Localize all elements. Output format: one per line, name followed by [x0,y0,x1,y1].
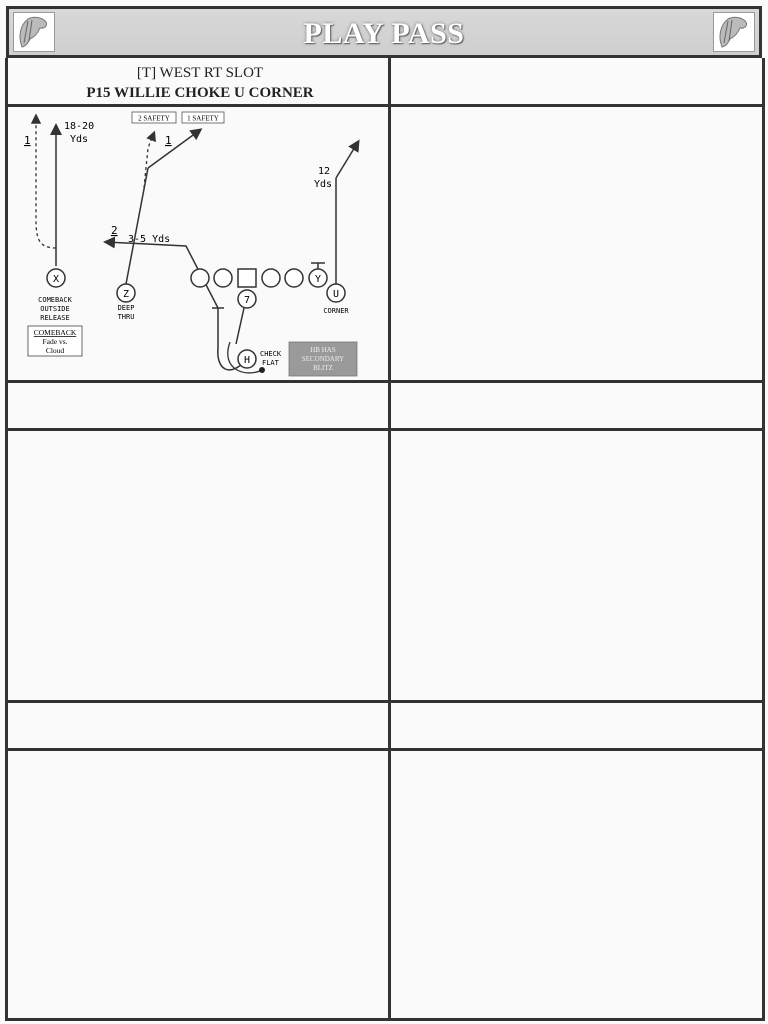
play-formation: [T] WEST RT SLOT [136,65,264,81]
page-title: PLAY PASS [303,17,465,50]
svg-text:SECONDARY: SECONDARY [302,355,344,363]
player-u: U [326,283,346,303]
grid-row-line [5,104,765,107]
grid-row-line [5,700,765,703]
z-read-number: 1 [165,134,172,147]
h-depth-label: 3-5 Yds [128,234,170,245]
z-note-line: THRU [118,313,135,321]
safety-1-label: 1 SAFETY [181,111,225,124]
player-x: X [46,268,66,288]
grid-row-line [5,380,765,383]
svg-text:U: U [333,289,339,300]
qb-path [227,307,265,374]
x-yds-label: Yds [70,134,88,145]
x-note-line: OUTSIDE [40,305,70,313]
svg-text:Z: Z [123,289,129,300]
player-y: Y [308,268,328,288]
svg-text:COMEBACK: COMEBACK [34,328,77,337]
svg-text:Cloud: Cloud [46,346,65,355]
grid-center-divider [388,58,391,1020]
x-route [30,113,62,266]
u-depth-label: 12 [318,166,330,177]
svg-text:X: X [53,274,59,285]
safety-2-label: 2 SAFETY [131,111,177,124]
header-bar: PLAY PASS [6,6,762,58]
team-logo-left [13,12,55,52]
u-note: CORNER [323,307,349,315]
h-note-line: FLAT [262,359,280,367]
x-note-line: COMEBACK [38,296,73,304]
svg-text:Fade vs.: Fade vs. [43,337,68,346]
z-note-line: DEEP [118,304,135,312]
svg-text:7: 7 [244,295,250,306]
svg-text:BLITZ: BLITZ [313,364,333,372]
svg-text:HB HAS: HB HAS [310,346,336,354]
u-route [335,139,360,284]
h-read-number: 2 [111,224,118,237]
svg-text:H: H [244,355,250,366]
h-note-line: CHECK [260,350,282,358]
svg-text:2 SAFETY: 2 SAFETY [138,115,170,123]
z-route [125,128,203,285]
play-name: P15 WILLIE CHOKE U CORNER [86,85,314,101]
svg-text:Y: Y [315,274,321,285]
blitz-note-box: HB HAS SECONDARY BLITZ [288,341,358,377]
team-logo-right [713,12,755,52]
grid-row-line [5,748,765,751]
x-depth-label: 18-20 [64,121,94,132]
x-read-number: 1 [24,134,31,147]
comeback-note-box: COMEBACK Fade vs. Cloud [27,325,83,357]
x-note-line: RELEASE [40,314,70,322]
play-diagram: X Z Y U 7 H [8,108,388,382]
player-qb: 7 [237,289,257,309]
grid-left-border [5,58,8,1020]
u-yds-label: Yds [314,179,332,190]
svg-text:1 SAFETY: 1 SAFETY [187,115,219,123]
player-z: Z [116,283,136,303]
offensive-line [190,268,304,288]
grid-right-border [762,58,765,1020]
player-h: H [237,349,257,369]
grid-bottom-border [5,1018,765,1021]
grid-row-line [5,428,765,431]
